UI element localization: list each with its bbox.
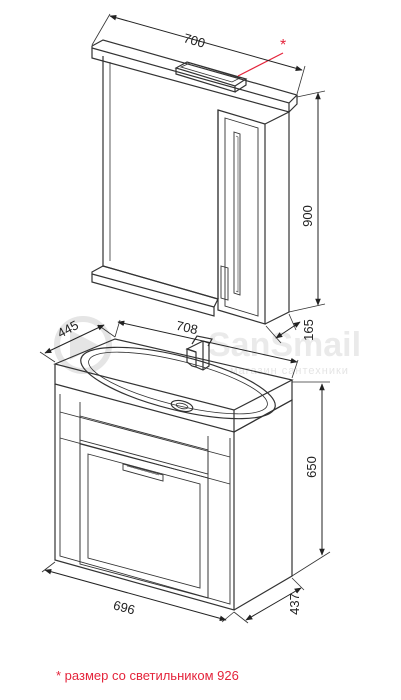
dim-cabinet-width: 696 <box>41 561 235 623</box>
cabinet-depth-label: 437 <box>287 593 302 615</box>
watermark-brand: SanSmail <box>208 326 361 364</box>
dim-mirror-width: 700 <box>91 13 306 95</box>
footnote-lamp-size: * размер со светильником 926 <box>56 668 239 683</box>
cabinet-width-label: 696 <box>112 597 137 617</box>
lamp <box>174 61 248 93</box>
drawer-handle <box>122 463 164 482</box>
dim-cabinet-height: 650 <box>291 381 331 577</box>
mirror-width-label: 700 <box>182 30 207 50</box>
dim-mirror-height: 900 <box>288 90 326 313</box>
basin-width-label: 708 <box>175 318 200 337</box>
lamp-marker: * <box>237 37 286 77</box>
dim-cabinet-depth: 437 <box>233 577 305 624</box>
cabinet-height-label: 650 <box>304 456 319 478</box>
dim-basin-width: 708 <box>114 318 299 379</box>
watermark-tagline: магазин сантехники <box>230 365 349 377</box>
lamp-marker-asterisk: * <box>280 37 286 54</box>
mirror-cabinet <box>91 39 299 325</box>
mirror-depth-label: 165 <box>301 319 316 341</box>
drain <box>170 399 194 413</box>
mirror-height-label: 900 <box>300 205 315 227</box>
